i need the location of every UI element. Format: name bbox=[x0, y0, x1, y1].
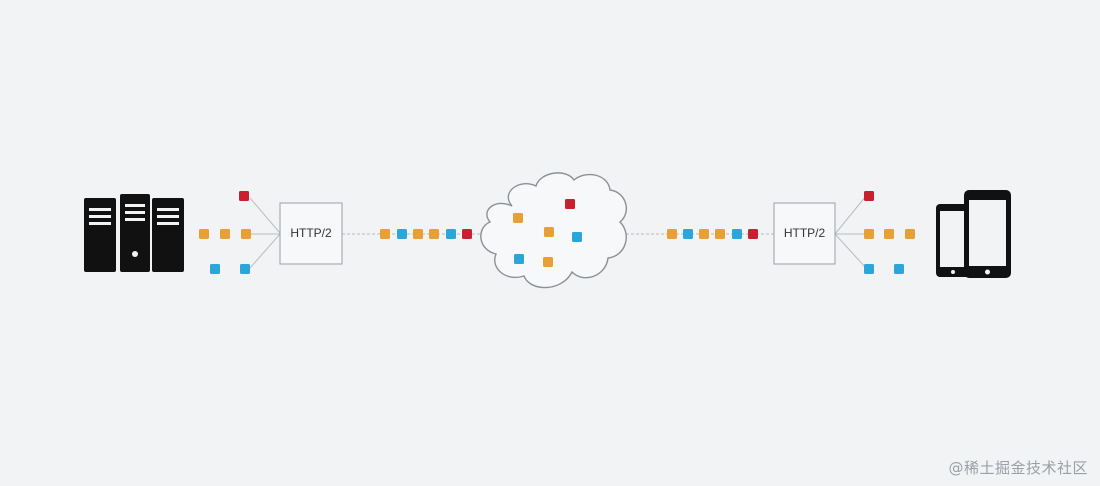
right-outgoing-frame bbox=[894, 264, 904, 274]
server-rack-icon bbox=[84, 194, 184, 272]
right-fan-line-bottom bbox=[834, 233, 867, 269]
right-wire-frame bbox=[683, 229, 693, 239]
right-http2-box: HTTP/2 bbox=[773, 202, 836, 265]
left-incoming-frame bbox=[199, 229, 209, 239]
left-wire-frame bbox=[397, 229, 407, 239]
right-outgoing-frame bbox=[905, 229, 915, 239]
left-incoming-frame bbox=[220, 229, 230, 239]
left-wire-frame bbox=[413, 229, 423, 239]
left-incoming-frame bbox=[239, 191, 249, 201]
left-wire-frame bbox=[446, 229, 456, 239]
right-outgoing-frame bbox=[864, 264, 874, 274]
right-wire-frame bbox=[732, 229, 742, 239]
right-fan-line-top bbox=[834, 195, 867, 235]
cloud-frame bbox=[565, 199, 575, 209]
cloud-frame bbox=[572, 232, 582, 242]
left-incoming-frame bbox=[210, 264, 220, 274]
left-wire-frame bbox=[429, 229, 439, 239]
right-outgoing-frame bbox=[884, 229, 894, 239]
right-outgoing-frame bbox=[864, 229, 874, 239]
left-fan-line-top bbox=[249, 197, 281, 234]
left-fan-line-bottom bbox=[249, 233, 281, 269]
right-wire-frame bbox=[667, 229, 677, 239]
left-http2-label: HTTP/2 bbox=[290, 226, 332, 240]
right-wire-frame bbox=[748, 229, 758, 239]
left-incoming-frame bbox=[240, 264, 250, 274]
right-http2-label: HTTP/2 bbox=[784, 226, 826, 240]
stream-frames bbox=[199, 191, 915, 274]
left-incoming-frame bbox=[241, 229, 251, 239]
left-wire-frame bbox=[462, 229, 472, 239]
watermark: @稀土掘金技术社区 bbox=[948, 459, 1088, 477]
cloud-frame bbox=[514, 254, 524, 264]
cloud-frame bbox=[513, 213, 523, 223]
right-wire-frame bbox=[715, 229, 725, 239]
left-http2-box: HTTP/2 bbox=[279, 202, 343, 265]
left-wire-frame bbox=[380, 229, 390, 239]
connection-lines bbox=[249, 195, 867, 269]
right-wire-frame bbox=[699, 229, 709, 239]
cloud-frame bbox=[543, 257, 553, 267]
right-outgoing-frame bbox=[864, 191, 874, 201]
cloud-frame bbox=[544, 227, 554, 237]
mobile-phones-icon bbox=[936, 190, 1011, 278]
